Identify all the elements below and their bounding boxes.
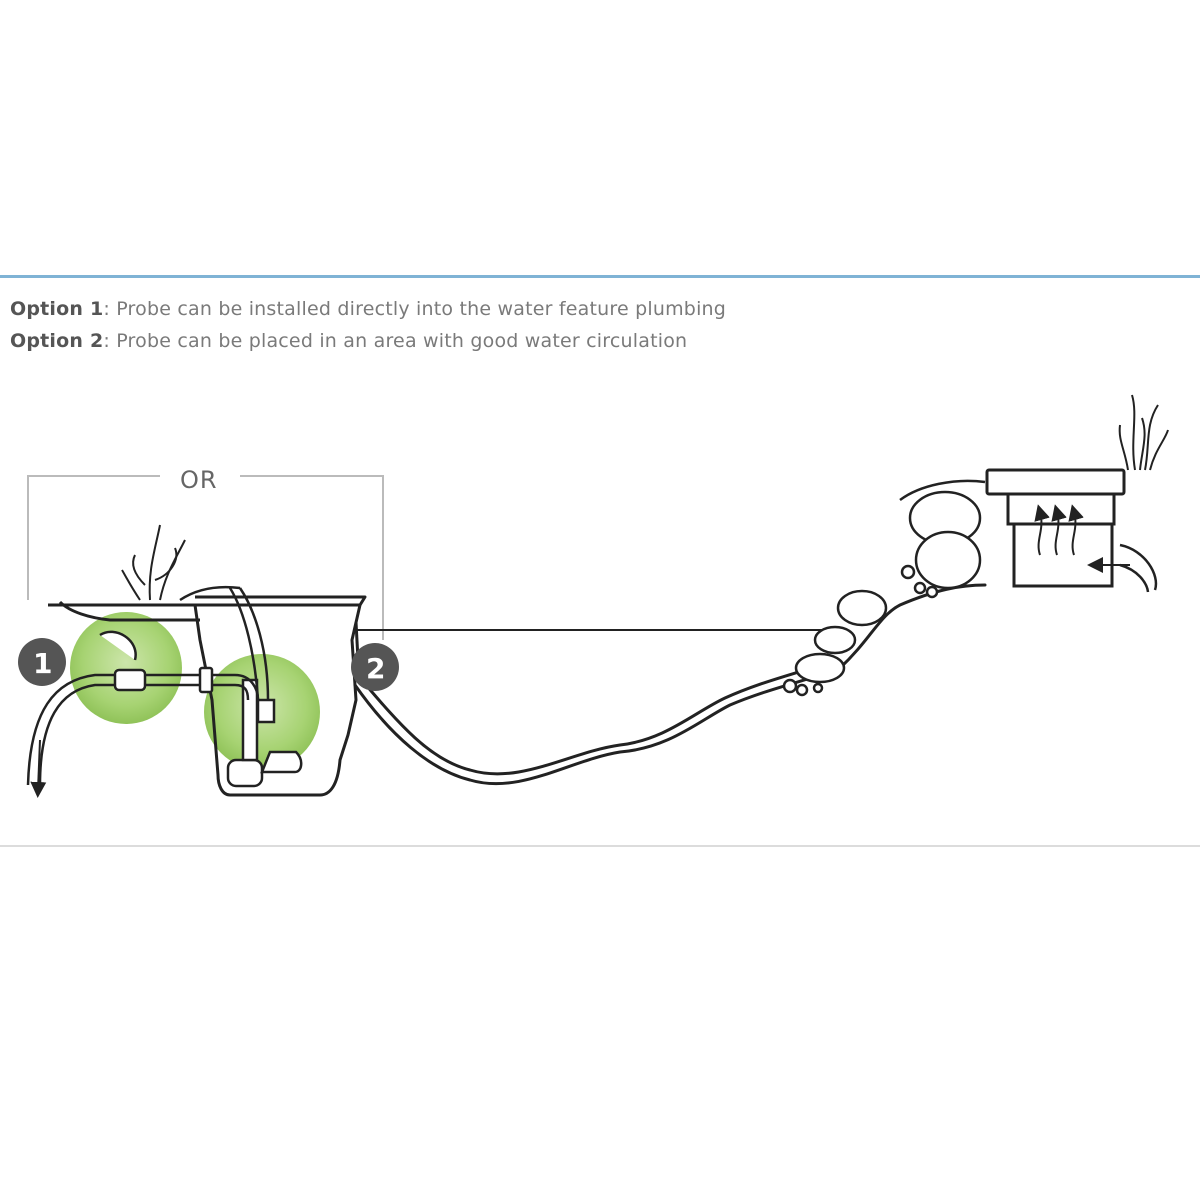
option-1-caption: Option 1: Probe can be installed directl… [10, 298, 726, 320]
plant-icon [121, 524, 186, 601]
pump [226, 678, 303, 788]
probe-fitting-1 [99, 630, 214, 694]
grass-icon [1118, 394, 1169, 471]
pond-outline [353, 583, 987, 786]
badge-1-number: 1 [33, 647, 52, 680]
badge-2: 2 [351, 643, 399, 691]
flow-arrows [1034, 504, 1130, 573]
outflow-arrow [30, 739, 47, 798]
or-bracket [27, 475, 384, 640]
rocks [782, 479, 986, 697]
pipe [26, 585, 270, 786]
spillway-box [985, 468, 1126, 588]
or-label: OR [180, 466, 218, 494]
inlet-hose [1119, 543, 1158, 593]
basin [48, 595, 367, 797]
badge-1: 1 [18, 638, 66, 686]
option-1-label: Option 1 [10, 298, 104, 320]
probe-zone-1-highlight [70, 612, 182, 724]
option-2-text: : Probe can be placed in an area with go… [103, 330, 688, 352]
option-1-text: : Probe can be installed directly into t… [103, 298, 727, 320]
option-2-caption: Option 2: Probe can be placed in an area… [10, 330, 687, 352]
option-2-label: Option 2 [10, 330, 104, 352]
diagram-panel: Option 1: Probe can be installed directl… [0, 275, 1200, 847]
badge-2-number: 2 [366, 652, 385, 685]
